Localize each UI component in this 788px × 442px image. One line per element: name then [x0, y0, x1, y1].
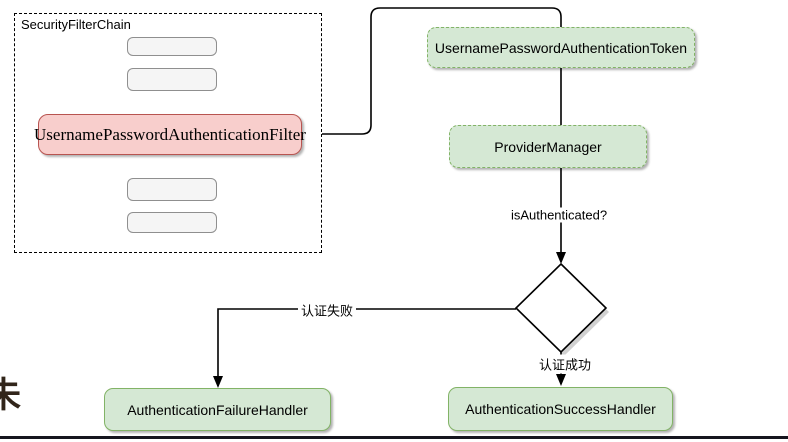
node-authentication-failure-handler: AuthenticationFailureHandler — [104, 388, 331, 431]
decision-diamond — [514, 262, 608, 354]
filter-placeholder-box — [127, 37, 217, 56]
bottom-divider — [0, 436, 788, 439]
node-username-password-authentication-filter: UsernamePasswordAuthenticationFilter — [34, 114, 306, 155]
clipped-heading-character: 未 — [0, 376, 22, 415]
edge-label-is-authenticated: isAuthenticated? — [507, 207, 611, 223]
arrowhead-into-success — [556, 374, 566, 386]
node-username-password-authentication-token: UsernamePasswordAuthenticationToken — [427, 27, 695, 68]
edge-label-auth-success: 认证成功 — [535, 354, 595, 374]
diamond-shadow — [519, 268, 609, 356]
arrowhead-into-failure — [213, 376, 223, 388]
arrowhead-into-diamond — [556, 252, 566, 264]
edge-failure — [217, 308, 516, 378]
filter-placeholder-box — [127, 212, 217, 233]
node-provider-manager: ProviderManager — [449, 125, 647, 168]
filter-placeholder-box — [127, 178, 217, 201]
security-filter-chain-label: SecurityFilterChain — [21, 17, 131, 32]
filter-placeholder-box — [127, 68, 217, 91]
node-authentication-success-handler: AuthenticationSuccessHandler — [448, 387, 673, 431]
edge-label-auth-failure: 认证失败 — [297, 300, 357, 320]
